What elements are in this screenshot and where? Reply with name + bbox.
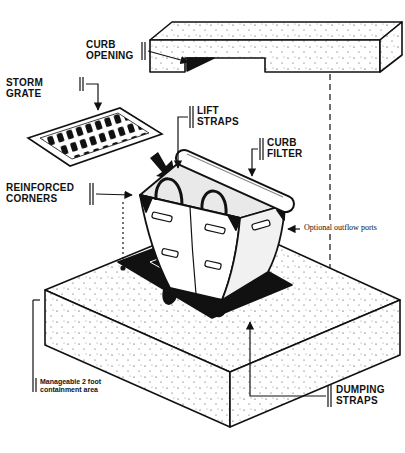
callout-marker: [142, 42, 145, 60]
lift-straps: [156, 179, 226, 215]
outflow-port: [205, 224, 226, 234]
reinforced-corner: [228, 215, 240, 230]
bag-side: [222, 205, 285, 300]
callout-label: REINFORCED CORNERS: [6, 183, 88, 205]
curb-top: [150, 22, 402, 40]
leader-line: [86, 84, 98, 110]
dotted-line: [122, 202, 123, 266]
curb-side: [380, 22, 402, 72]
leader-line: [178, 117, 188, 168]
curb-opening-shadow: [187, 58, 214, 71]
leader-dot: [121, 266, 125, 270]
roll-outline: [184, 158, 286, 204]
storm-grate: [28, 108, 162, 166]
grate-holes: [40, 113, 149, 159]
grate-frame: [28, 108, 162, 166]
curb: [150, 22, 402, 72]
outflow-port: [162, 248, 179, 257]
outflow-port: [252, 220, 271, 231]
callout-label: CURB FILTER: [267, 138, 315, 160]
curb-front: [150, 40, 380, 72]
bag-seam: [190, 207, 196, 294]
outflow-port: [205, 260, 222, 269]
leader-line: [288, 228, 300, 229]
callout-label: Optional outflow ports: [304, 224, 402, 233]
curb-filter-roll: [184, 154, 286, 204]
lift-strap: [156, 179, 182, 205]
alignment-line: [329, 74, 330, 268]
callout-label: DUMPING STRAPS: [336, 385, 398, 407]
roll-body: [184, 158, 286, 204]
callout-label: CURB OPENING: [86, 40, 140, 62]
callout-marker: [80, 77, 83, 91]
callout-marker: [260, 138, 263, 160]
leader-line: [33, 299, 40, 300]
leader-line: [148, 51, 188, 62]
callout-marker: [190, 106, 193, 128]
dumping-strap: [213, 298, 228, 316]
reinforced-corner: [140, 195, 152, 212]
callout-label: LIFT STRAPS: [197, 106, 245, 128]
callout-label: STORM GRATE: [6, 78, 79, 100]
leader-line: [250, 322, 326, 396]
roll-shade: [187, 154, 283, 197]
leader-line: [252, 149, 258, 176]
filter-bag: [140, 160, 285, 316]
dumping-strap: [163, 286, 178, 304]
leader-line: [32, 300, 33, 392]
callout-marker: [328, 385, 331, 407]
slab-right: [230, 300, 400, 427]
callout-marker: [90, 183, 93, 205]
callout-marker: [35, 378, 36, 392]
lift-strap: [202, 191, 226, 215]
leader-line: [96, 194, 132, 195]
callout-label: Manageable 2 foot containment area: [40, 378, 112, 393]
outflow-port: [152, 212, 173, 222]
